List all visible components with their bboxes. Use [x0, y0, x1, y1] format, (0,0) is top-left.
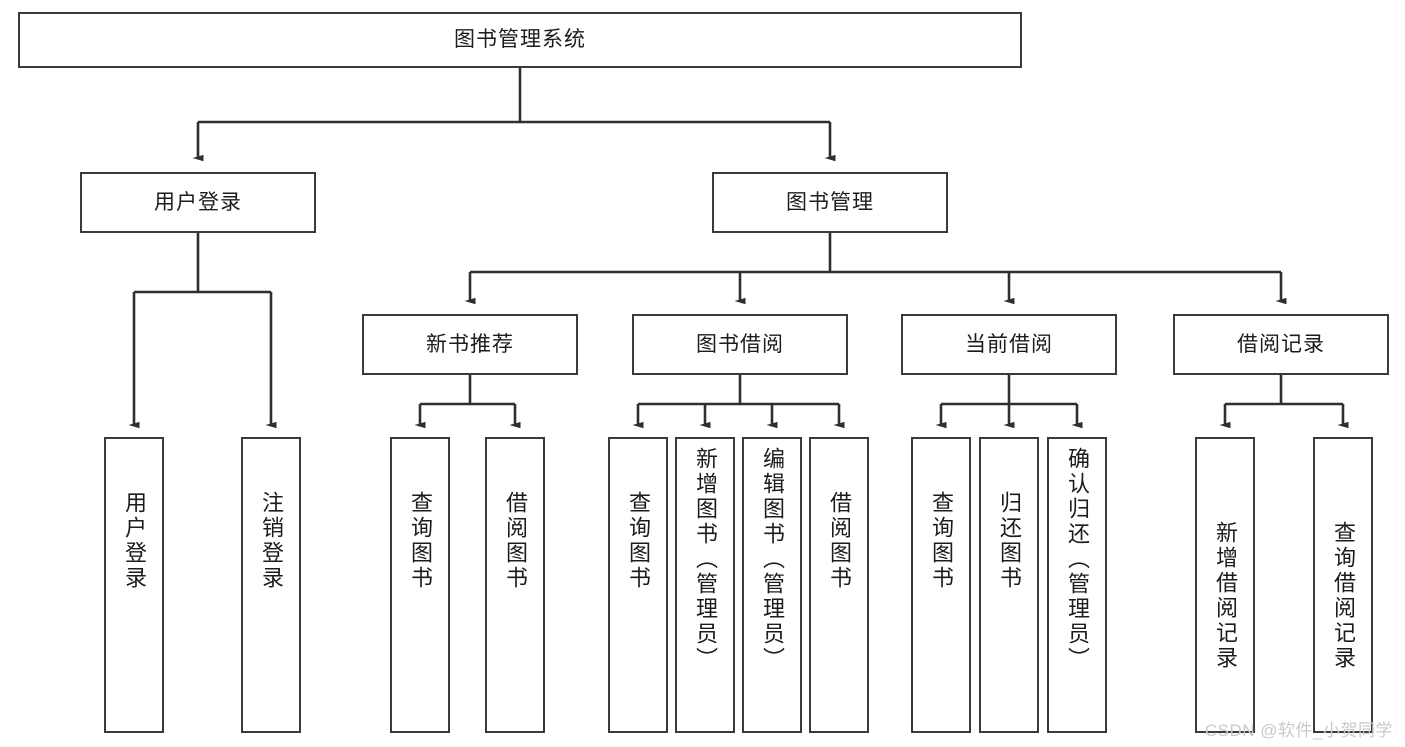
node-label: 图书借阅 [696, 332, 784, 356]
node-label: 用户登录 [122, 491, 147, 591]
node-label: 图书管理系统 [454, 28, 586, 52]
node-label: 新增图书（管理员） [693, 447, 718, 672]
leaf-confirm-return-admin[interactable]: 确认归还（管理员） [1047, 437, 1107, 733]
node-label: 查询图书 [929, 491, 954, 591]
node-label: 当前借阅 [965, 332, 1053, 356]
node-label: 新增借阅记录 [1213, 521, 1238, 671]
node-label: 确认归还（管理员） [1065, 447, 1090, 672]
node-label: 归还图书 [997, 491, 1022, 591]
node-user-login[interactable]: 用户登录 [80, 172, 316, 233]
leaf-logout-login[interactable]: 注销登录 [241, 437, 301, 733]
leaf-add-book-admin[interactable]: 新增图书（管理员） [675, 437, 735, 733]
node-label: 借阅图书 [503, 491, 528, 591]
node-label: 查询图书 [408, 491, 433, 591]
node-label: 借阅记录 [1237, 332, 1325, 356]
node-root-library-system[interactable]: 图书管理系统 [18, 12, 1022, 68]
leaf-borrow-book[interactable]: 借阅图书 [809, 437, 869, 733]
node-new-book-recommend[interactable]: 新书推荐 [362, 314, 578, 375]
leaf-user-login[interactable]: 用户登录 [104, 437, 164, 733]
leaf-return-book[interactable]: 归还图书 [979, 437, 1039, 733]
node-current-borrow[interactable]: 当前借阅 [901, 314, 1117, 375]
leaf-query-book-borrow[interactable]: 查询图书 [608, 437, 668, 733]
node-label: 查询借阅记录 [1331, 521, 1356, 671]
leaf-borrow-book-recommend[interactable]: 借阅图书 [485, 437, 545, 733]
leaf-query-borrow-record[interactable]: 查询借阅记录 [1313, 437, 1373, 733]
node-label: 图书管理 [786, 190, 874, 214]
node-book-borrow[interactable]: 图书借阅 [632, 314, 848, 375]
node-label: 借阅图书 [827, 491, 852, 591]
node-borrow-record[interactable]: 借阅记录 [1173, 314, 1389, 375]
leaf-add-borrow-record[interactable]: 新增借阅记录 [1195, 437, 1255, 733]
leaf-query-book-recommend[interactable]: 查询图书 [390, 437, 450, 733]
watermark: CSDN @软件_小贺同学 [1204, 721, 1393, 740]
node-label: 查询图书 [626, 491, 651, 591]
node-label: 编辑图书（管理员） [760, 447, 785, 672]
node-label: 用户登录 [154, 190, 242, 214]
leaf-edit-book-admin[interactable]: 编辑图书（管理员） [742, 437, 802, 733]
leaf-query-book-current[interactable]: 查询图书 [911, 437, 971, 733]
node-book-management[interactable]: 图书管理 [712, 172, 948, 233]
node-label: 新书推荐 [426, 332, 514, 356]
node-label: 注销登录 [259, 491, 284, 591]
